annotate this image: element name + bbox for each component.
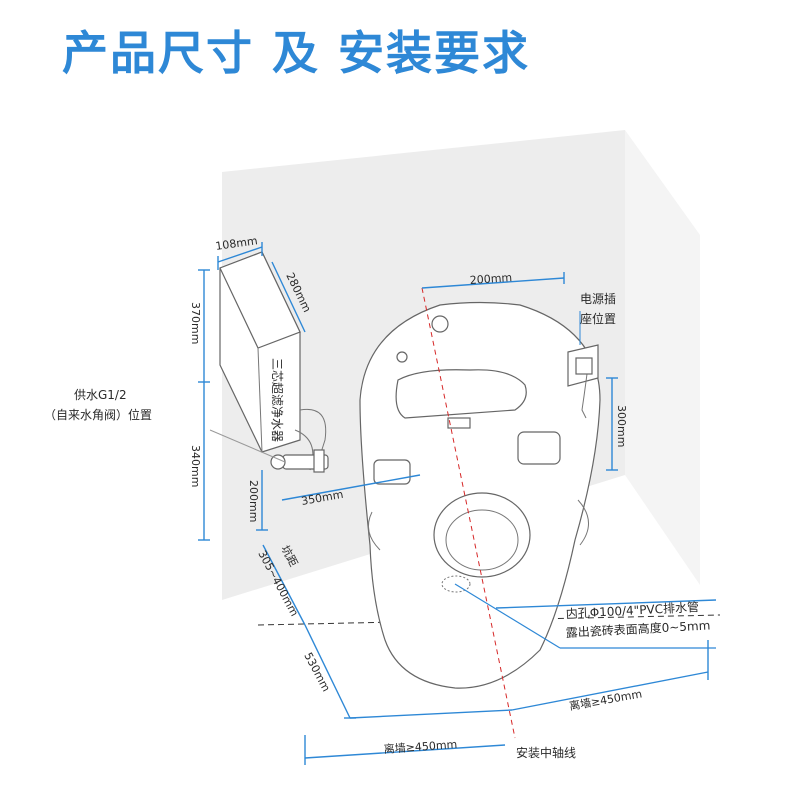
dim-wall-right: 离墙≥450mm: [568, 686, 643, 713]
dim-water-height: 200mm: [247, 480, 260, 522]
dim-wall-left: 离墙≥450mm: [383, 737, 457, 756]
water-supply-label-line1: 供水G1/2: [74, 388, 127, 402]
dimension-lines: [198, 242, 717, 765]
dim-socket-offset: 200mm: [469, 271, 512, 287]
drain-hole: [441, 575, 471, 593]
drain-label-line1: 内孔Φ100/4"PVC排水管: [565, 599, 699, 621]
dim-filter-width: 108mm: [215, 234, 259, 253]
power-socket: [567, 344, 599, 419]
page-title: 产品尺寸 及 安装要求: [62, 26, 531, 80]
side-wall: [625, 130, 700, 585]
filter-unit: 三芯超滤净水器: [219, 251, 301, 453]
drain-label-line2: 露出瓷砖表面高度0~5mm: [565, 617, 710, 640]
dim-filter-height: 370mm: [189, 302, 202, 344]
socket-label-line1: 电源插: [580, 292, 616, 306]
water-supply-label-line2: （自来水角阀）位置: [44, 407, 152, 422]
socket-label-line2: 座位置: [580, 311, 616, 326]
axis-label: 安装中轴线: [516, 745, 576, 760]
dim-filter-to-floor: 340mm: [189, 445, 202, 487]
filter-label: 三芯超滤净水器: [270, 358, 285, 442]
center-axis: [421, 287, 516, 739]
dim-socket-height: 300mm: [615, 405, 628, 447]
water-pipe: [270, 408, 329, 473]
toilet-body: [359, 301, 601, 689]
